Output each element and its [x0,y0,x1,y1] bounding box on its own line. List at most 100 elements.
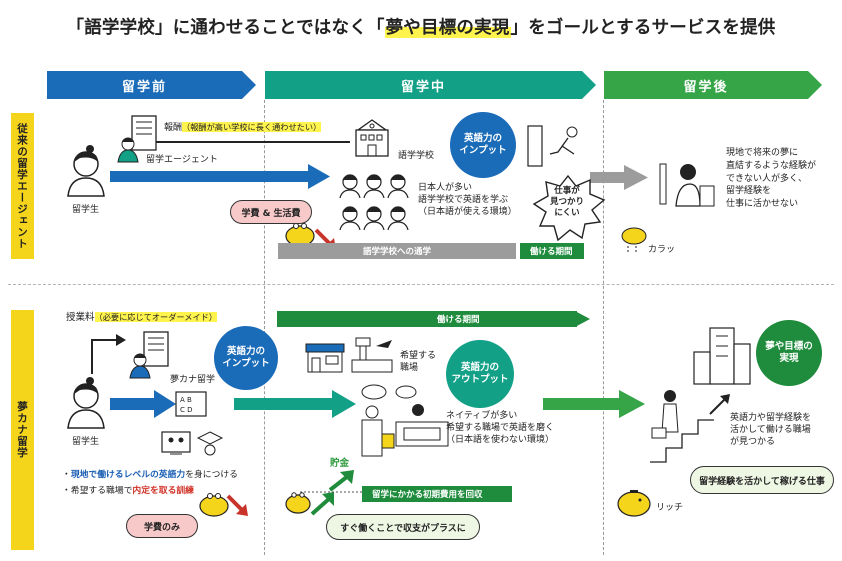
title-part-2: 」をゴールとするサービスを提供 [510,18,776,38]
phase-before-label: 留学前 [121,79,167,95]
yumekana-label: 夢カナ留学 [170,375,216,385]
desired-job-line-2: 職場 [400,363,419,374]
japanese-note-line-2: 語学学校で英語を学ぶ [418,195,509,206]
empty-wallet-label: カラッ [648,245,676,255]
income-positive-bubble: すぐ働くことで収支がプラスに [326,514,480,540]
bullet-2-highlight: 内定を取る訓練 [132,486,194,496]
piggy-bank-icon [617,490,651,517]
rich-label: リッチ [656,503,684,513]
desired-job-label: 希望する 職場 [400,350,436,374]
wallet-icon-bottom-1 [199,493,229,517]
bullet-english-level: ・現地で働けるレベルの英語力を身につける [62,470,238,482]
agent-building-icon [117,115,157,163]
goal-achieved-circle: 夢や目標の 実現 [756,320,822,386]
student-icon-bottom [67,377,105,429]
agent-label: 留学エージェント [146,155,218,165]
row-label-traditional: 従来の留学エージェント [11,113,34,259]
bullet-2-prefix: ・希望する職場で [62,486,133,496]
school-commute-bar: 語学学校への通学 [278,243,516,259]
recover-cost-bar: 留学にかかる初期費用を回収 [362,486,512,502]
shop-icon [305,343,345,373]
fees-bubble: 学費 & 生活費 [230,200,312,224]
phase-during-label: 留学中 [400,79,446,95]
result-note-top: 現地で将来の夢に 直結するような経験が できない人が多く、 留学経験を 仕事に活… [726,147,816,211]
airport-tower-icon [351,337,393,373]
abc-board-icon: A B C D [175,391,207,417]
phase-after-label: 留学後 [683,79,729,95]
native-note: ネイティブが多い 希望する職場で英語を磨く （日本語を使わない環境） [446,410,554,446]
native-note-line-3: （日本語を使わない環境） [446,435,555,446]
bullet-1-suffix: を身につける [185,470,238,480]
depressed-person-icon [659,163,715,207]
school-label: 語学学校 [398,151,435,161]
result-line-2: 直結するような経験が [726,160,817,171]
row-label-yumekana: 夢カナ留学 [11,310,34,550]
closed-door-icon [527,125,578,167]
job-hard-line-2: 見つかり [550,197,585,208]
english-output-circle: 英語力の アウトプット [446,340,514,408]
title-part-1: 「語学学校」に通わせることではなく「 [66,18,385,38]
tuition-note: （必要に応じてオーダーメイド） [94,312,218,322]
bullet-1-highlight: 現地で働けるレベルの英語力 [70,470,186,480]
goal-note-line-1: 英語力や留学経験を [730,413,812,423]
commission-note: （報酬が高い学校に長く通わせたい） [182,122,322,132]
svg-text:A B: A B [180,396,192,404]
page-title: 「語学学校」に通わせることではなく「夢や目標の実現」をゴールとするサービスを提供 [0,14,842,39]
online-class-icon [161,431,191,455]
wallet-icon-top [285,223,315,247]
savings-label: 貯金 [330,458,350,469]
result-line-1: 現地で将来の夢に [726,148,799,158]
result-line-5: 仕事に活かせない [726,199,799,210]
job-hard-line-3: にくい [554,208,580,219]
japanese-note: 日本人が多い 語学学校で英語を学ぶ （日本語が使える環境） [418,182,517,218]
phase-after-arrow [604,71,822,99]
tuition-text: 授業料（必要に応じてオーダーメイド） [66,312,218,325]
commission-text: 報酬（報酬が高い学校に長く通わせたい） [164,122,322,134]
goal-note-line-3: が見つかる [730,437,776,448]
wallet-icon-bottom-2 [285,492,311,514]
graduation-icon [196,431,224,456]
desired-job-line-1: 希望する [400,351,437,361]
work-period-bar-bottom: 働ける期間 [437,315,480,325]
earning-job-bubble: 留学経験を活かして稼げる仕事 [690,466,834,494]
japanese-note-line-3: （日本語が使える環境） [418,207,517,218]
empty-wallet-icon [621,227,647,254]
phase-before-arrow [47,71,256,99]
school-building-icon [355,119,389,157]
work-period-bar-top: 働ける期間 [520,243,584,259]
english-input-circle-bottom: 英語力の インプット [214,326,278,390]
divider-rows [8,284,834,285]
bullet-1-marker: ・ [62,470,71,480]
job-hard-burst [532,174,606,242]
divider-before-during [264,100,265,555]
city-buildings-icon [693,327,751,385]
climbing-stairs-icon [650,390,730,463]
result-line-4: 留学経験を [726,186,772,197]
tuition-only-bubble: 学費のみ [126,514,198,538]
yumekana-building-icon [129,331,169,379]
tuition-label: 授業料 [66,312,95,323]
phase-during-arrow [265,71,596,99]
job-hard-text: 仕事が 見つかり にくい [550,186,584,219]
commission-label: 報酬 [164,123,183,133]
student-icon-top [67,145,105,197]
native-note-line-1: ネイティブが多い [446,411,518,421]
goal-note-line-2: 活かして働ける職場 [730,425,811,436]
result-line-3: できない人が多く、 [726,173,808,184]
divider-during-after [603,100,604,555]
workplace-scene-icon [361,384,449,457]
english-input-circle-top: 英語力の インプット [450,112,516,178]
bullet-job-offer: ・希望する職場で内定を取る訓練 [62,486,194,498]
japanese-students-icon [339,174,409,231]
svg-text:C D: C D [180,406,193,414]
job-hard-line-1: 仕事が [554,186,580,196]
title-highlight: 夢や目標の実現 [384,18,511,38]
student-label-bottom: 留学生 [72,437,100,447]
student-label-top: 留学生 [72,205,100,215]
goal-note: 英語力や留学経験を 活かして働ける職場 が見つかる [730,412,811,448]
native-note-line-2: 希望する職場で英語を磨く [446,423,555,434]
japanese-note-line-1: 日本人が多い [418,183,473,193]
